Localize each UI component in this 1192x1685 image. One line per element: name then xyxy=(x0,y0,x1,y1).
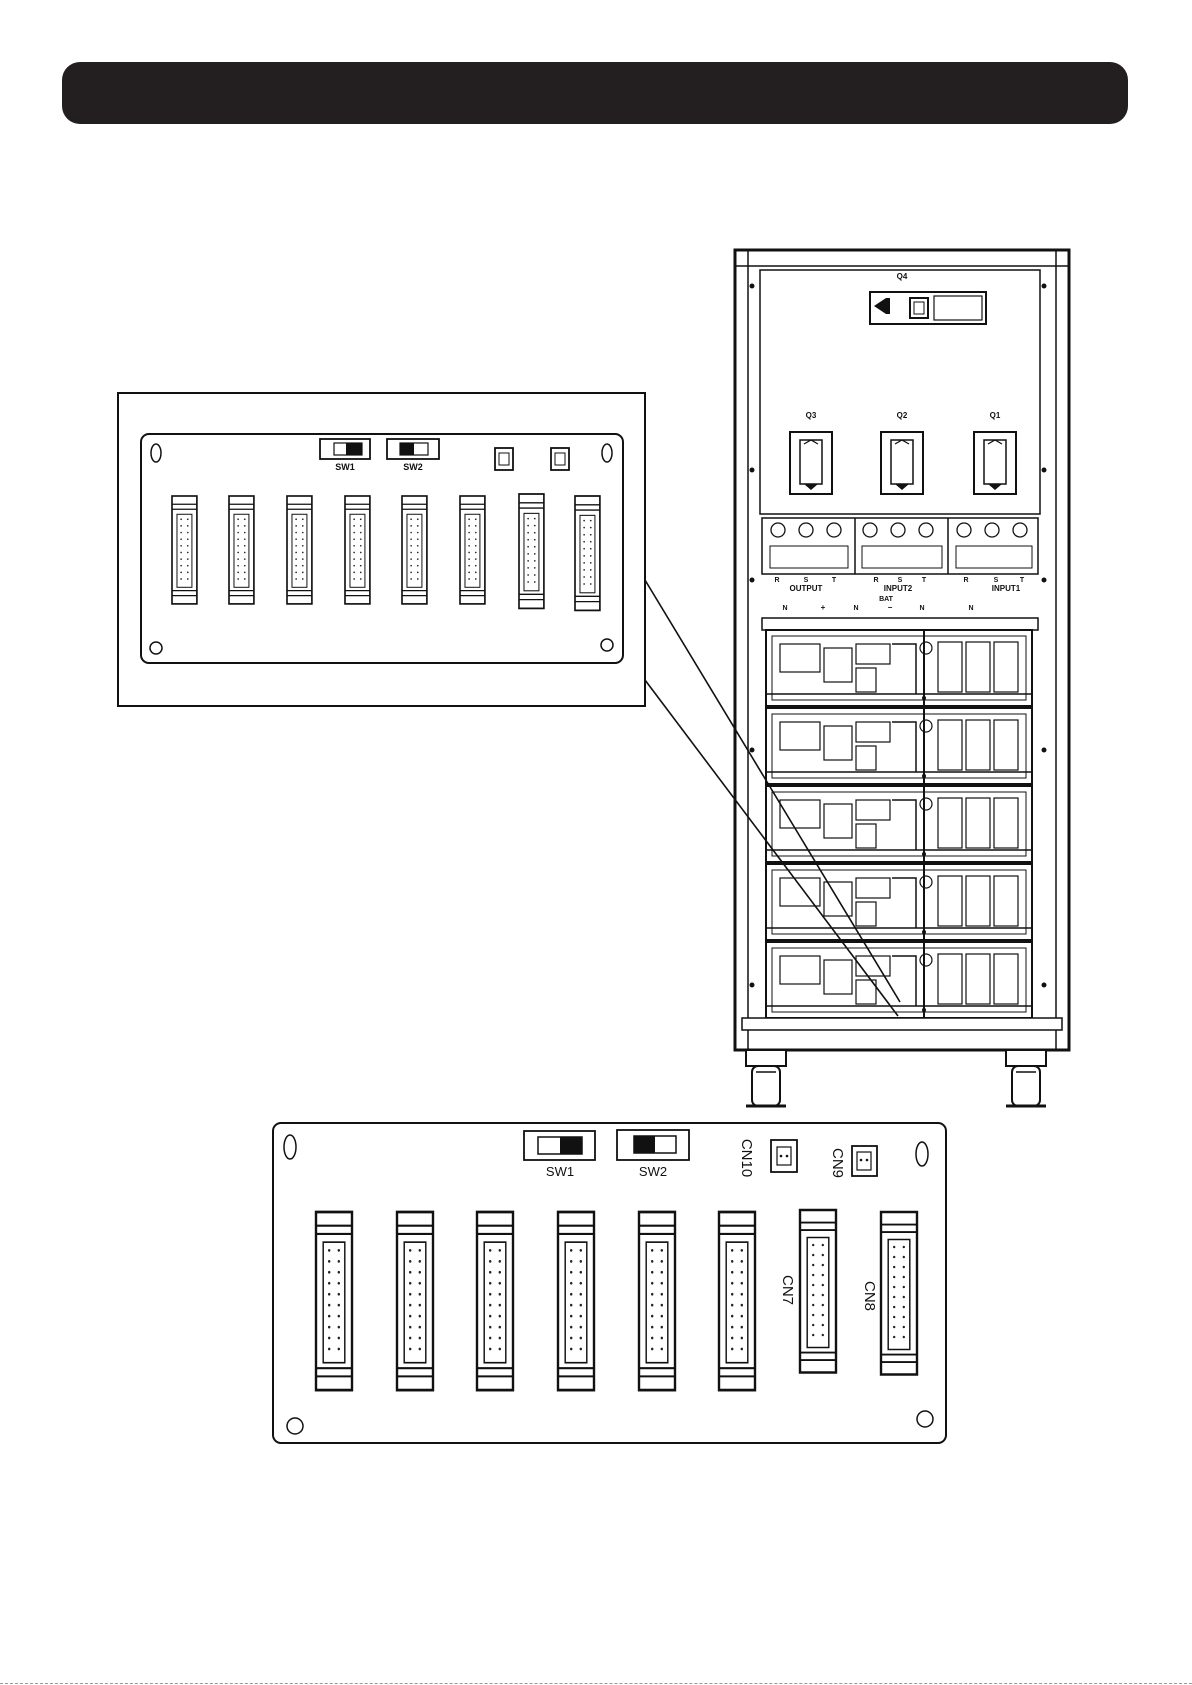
input2-phase-s: S xyxy=(898,577,903,584)
large-cn9[interactable] xyxy=(852,1146,877,1176)
large-connector-2[interactable] xyxy=(397,1212,433,1390)
large-connector-6[interactable] xyxy=(719,1212,755,1390)
output-label: OUTPUT xyxy=(790,584,823,593)
power-module-4[interactable] xyxy=(766,864,1032,940)
small-connector-5[interactable] xyxy=(402,496,427,604)
power-module-2[interactable] xyxy=(766,708,1032,784)
small-connector-7[interactable] xyxy=(519,494,544,608)
small-connector-3[interactable] xyxy=(287,496,312,604)
input1-label: INPUT1 xyxy=(992,584,1021,593)
q2-breaker[interactable] xyxy=(881,432,923,494)
ups-cabinet: Q4 Q3 Q2 Q1 R xyxy=(735,250,1069,1106)
small-sw1-label: SW1 xyxy=(335,462,355,472)
bat-plus: + xyxy=(821,603,826,612)
small-connector-2[interactable] xyxy=(229,496,254,604)
input1-phase-s: S xyxy=(994,577,999,584)
small-sw2-label: SW2 xyxy=(403,462,423,472)
small-connector-6[interactable] xyxy=(460,496,485,604)
q2-label: Q2 xyxy=(897,411,908,420)
output-phase-t: T xyxy=(832,577,837,584)
large-sw2[interactable] xyxy=(617,1130,689,1160)
small-sw2[interactable] xyxy=(387,439,439,459)
neutral-1: N xyxy=(782,605,787,612)
input2-label: INPUT2 xyxy=(884,584,913,593)
large-cn9-label: CN9 xyxy=(829,1148,846,1178)
power-module-1[interactable] xyxy=(766,630,1032,706)
input1-phase-r: R xyxy=(963,577,968,584)
q3-breaker[interactable] xyxy=(790,432,832,494)
large-sw1-label: SW1 xyxy=(546,1164,574,1179)
q4-label: Q4 xyxy=(897,272,908,281)
large-cn10-label: CN10 xyxy=(738,1139,755,1177)
small-cn9[interactable] xyxy=(551,448,569,470)
bat-label: BAT xyxy=(879,596,894,603)
large-sw2-label: SW2 xyxy=(639,1164,667,1179)
large-board: SW1 SW2 CN10 CN9 CN7 CN8 xyxy=(273,1123,946,1443)
large-connector-3[interactable] xyxy=(477,1212,513,1390)
large-cn7-label: CN7 xyxy=(779,1275,796,1305)
power-module-5[interactable] xyxy=(766,942,1032,1018)
large-sw1[interactable] xyxy=(524,1131,595,1160)
neutral-2: N xyxy=(853,605,858,612)
output-phase-r: R xyxy=(774,577,779,584)
left-caster xyxy=(746,1050,786,1106)
small-sw1[interactable] xyxy=(320,439,370,459)
large-connector-5[interactable] xyxy=(639,1212,675,1390)
small-cn10[interactable] xyxy=(495,448,513,470)
neutral-3: N xyxy=(919,605,924,612)
output-phase-s: S xyxy=(804,577,809,584)
large-cn8-label: CN8 xyxy=(861,1281,878,1311)
small-connector-4[interactable] xyxy=(345,496,370,604)
q1-breaker[interactable] xyxy=(974,432,1016,494)
right-caster xyxy=(1006,1050,1046,1106)
large-cn10[interactable] xyxy=(771,1140,797,1172)
neutral-4: N xyxy=(968,605,973,612)
small-connector-1[interactable] xyxy=(172,496,197,604)
small-connector-8[interactable] xyxy=(575,496,600,610)
input2-phase-t: T xyxy=(922,577,927,584)
input2-phase-r: R xyxy=(873,577,878,584)
large-connector-cn7[interactable] xyxy=(800,1210,836,1373)
terminal-block xyxy=(762,518,1038,574)
power-module-3[interactable] xyxy=(766,786,1032,862)
input1-phase-t: T xyxy=(1020,577,1025,584)
bottom-rule xyxy=(0,1683,1192,1684)
bat-minus: − xyxy=(888,603,893,612)
q1-label: Q1 xyxy=(990,411,1001,420)
large-connector-1[interactable] xyxy=(316,1212,352,1390)
large-connector-cn8[interactable] xyxy=(881,1212,917,1375)
small-board: SW1 SW2 xyxy=(141,434,623,663)
q4-breaker[interactable] xyxy=(870,292,986,324)
q3-label: Q3 xyxy=(806,411,817,420)
large-connector-4[interactable] xyxy=(558,1212,594,1390)
